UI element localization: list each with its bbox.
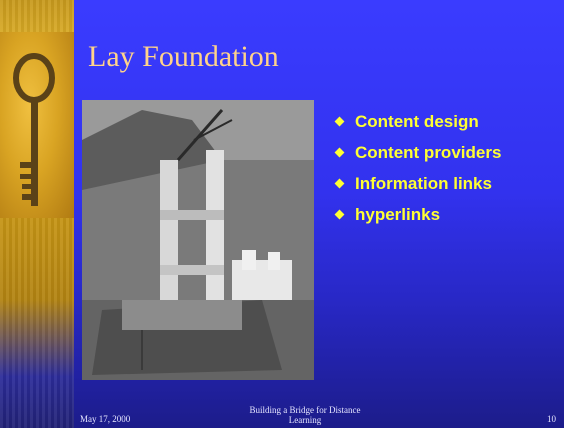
page-number: 10 (547, 414, 556, 424)
diamond-bullet-icon (334, 116, 345, 127)
footer-title-line1: Building a Bridge for Distance (249, 405, 361, 415)
bullet-text: hyperlinks (355, 204, 441, 224)
bullet-item: hyperlinks (334, 199, 501, 230)
bullet-item: Content design (334, 106, 501, 137)
bullet-text: Information links (355, 173, 492, 193)
key-image-panel (0, 32, 74, 218)
photo-illustration (82, 100, 314, 380)
slide-title: Lay Foundation (88, 40, 279, 73)
key-icon (13, 53, 55, 206)
bullet-item: Content providers (334, 137, 501, 168)
footer-title-line2: Learning (288, 415, 322, 425)
footer-date: May 17, 2000 (80, 414, 131, 424)
diamond-bullet-icon (334, 209, 345, 220)
bullet-text: Content providers (355, 142, 502, 162)
bullet-item: Information links (334, 168, 501, 199)
bridge-tower-construction-photo (82, 100, 314, 380)
diamond-bullet-icon (334, 178, 345, 189)
diamond-bullet-icon (334, 147, 345, 158)
footer-title: Building a Bridge for Distance Learning (200, 405, 410, 425)
bullet-list: Content design Content providers Informa… (334, 106, 501, 230)
bullet-text: Content design (355, 111, 479, 131)
